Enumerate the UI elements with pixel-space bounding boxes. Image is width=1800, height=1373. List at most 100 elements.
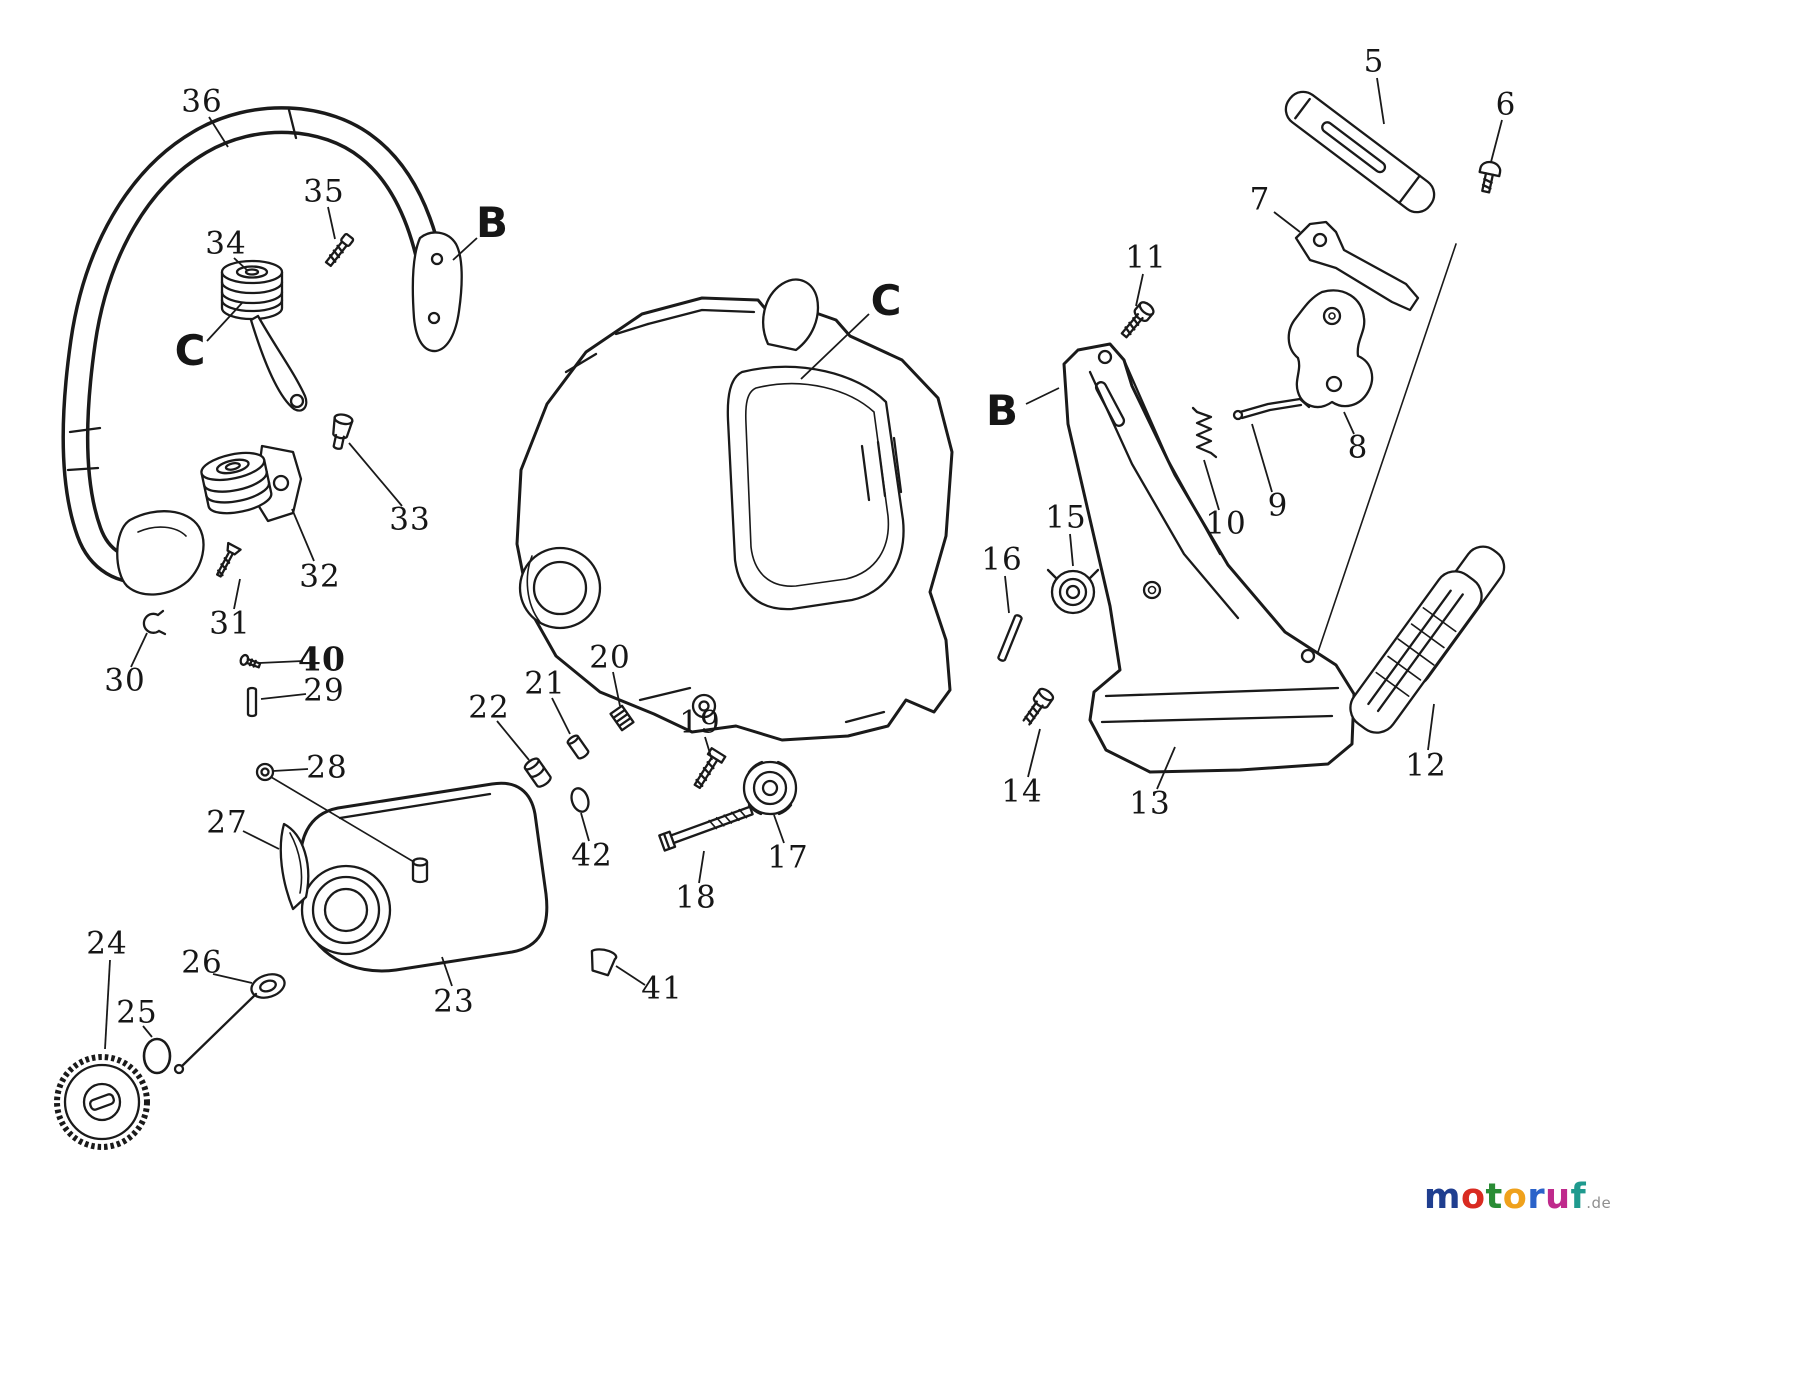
part-11-screw	[1120, 301, 1155, 339]
leader-line-18	[698, 850, 705, 884]
part-callout-36: 36	[181, 83, 223, 120]
part-8-bracket	[1287, 289, 1374, 409]
leader-line-20	[612, 671, 621, 707]
leader-line-19	[704, 736, 713, 761]
leader-line-36	[208, 116, 229, 148]
leader-line-24	[104, 959, 111, 1050]
part-callout-21: 21	[524, 665, 566, 702]
handle-mount-bracket-b	[411, 231, 463, 353]
part-callout-12: 12	[1405, 747, 1447, 784]
leader-line-42	[580, 812, 590, 842]
part-25-oring	[142, 1037, 172, 1075]
watermark-letter: m	[1424, 1177, 1461, 1217]
part-callout-22: 22	[468, 689, 510, 726]
part-40-screw	[239, 653, 262, 669]
part-callout-8: 8	[1347, 429, 1369, 466]
leader-line-31	[233, 578, 241, 610]
leader-line-17	[773, 814, 785, 844]
part-callout-29: 29	[303, 672, 345, 709]
watermark-letter: o	[1502, 1177, 1528, 1217]
part-callout-33: 33	[389, 501, 431, 538]
leader-line-30	[130, 632, 148, 668]
leader-line-9	[1251, 423, 1273, 493]
leader-line-29	[260, 693, 307, 700]
leader-line-35	[327, 206, 336, 240]
leader-line-C-right	[800, 313, 870, 380]
part-24-fuel-cap	[54, 1054, 150, 1150]
watermark-logo[interactable]: motoruf.de	[1424, 1180, 1611, 1215]
part-7-lever	[1294, 220, 1420, 312]
part-callout-14: 14	[1001, 773, 1043, 810]
part-31-screw	[215, 541, 242, 578]
leader-line-B-right	[1025, 387, 1060, 405]
part-callout-11: 11	[1125, 239, 1167, 276]
leader-line-C-left	[206, 302, 243, 342]
part-19-screw	[693, 747, 727, 790]
part-callout-32: 32	[299, 558, 341, 595]
leader-line-21	[551, 697, 571, 735]
construction-lines	[270, 243, 1457, 863]
part-callout-18: 18	[675, 879, 717, 916]
part-32-damper-mount	[200, 444, 303, 523]
part-callout-30: 30	[104, 662, 146, 699]
leader-line-15	[1069, 533, 1074, 567]
watermark-suffix: .de	[1586, 1194, 1612, 1212]
part-callout-17: 17	[767, 839, 809, 876]
leader-lines	[104, 77, 1503, 1050]
part-callout-34: 34	[205, 225, 247, 262]
part-6-screw	[1478, 160, 1502, 194]
part-callout-28: 28	[306, 749, 348, 786]
part-41-plug	[590, 948, 618, 977]
part-42-seal	[570, 787, 590, 813]
part-18-bolt	[658, 805, 754, 852]
watermark-letter: t	[1485, 1177, 1503, 1217]
section-marker-B-left: B	[475, 198, 509, 247]
leader-line-25	[142, 1025, 153, 1038]
part-29-pin	[246, 686, 258, 718]
part-callout-5: 5	[1363, 43, 1385, 80]
part-callout-10: 10	[1205, 505, 1247, 542]
leader-line-40	[258, 660, 304, 664]
part-callout-35: 35	[303, 173, 345, 210]
part-9-link-rod	[1232, 397, 1311, 421]
part-17-mount	[742, 760, 798, 816]
leader-line-22	[496, 720, 530, 761]
watermark-word: motoruf	[1424, 1177, 1586, 1217]
part-10-spring	[1191, 406, 1218, 459]
section-marker-C-left: C	[174, 326, 206, 375]
leader-line-13	[1156, 746, 1176, 790]
part-callout-19: 19	[679, 704, 721, 741]
leader-line-28	[272, 768, 309, 772]
part-callout-41: 41	[641, 970, 683, 1007]
part-28-grommet	[255, 762, 275, 782]
part-13-rear-handle	[1062, 342, 1356, 774]
part-22-fitting	[523, 757, 552, 788]
part-23-fuel-tank	[299, 781, 549, 973]
leader-line-34	[233, 257, 249, 272]
handle-foot	[116, 510, 205, 596]
watermark-letter: o	[1460, 1177, 1486, 1217]
part-35-screw	[324, 233, 355, 268]
leader-line-27	[242, 830, 280, 850]
leader-line-7	[1273, 211, 1301, 233]
crankcase-housing	[515, 278, 954, 742]
leader-line-8	[1343, 411, 1355, 435]
part-callout-7: 7	[1249, 181, 1271, 218]
leader-line-16	[1004, 575, 1010, 614]
crankcase-tab-c	[762, 278, 820, 352]
part-callout-13: 13	[1129, 785, 1171, 822]
part-30-clip	[142, 609, 167, 636]
part-callout-24: 24	[86, 925, 128, 962]
part-5-brake-lever	[1284, 90, 1436, 214]
part-21-fitting	[566, 734, 590, 760]
leader-line-5	[1376, 77, 1385, 125]
leader-line-23	[441, 956, 453, 987]
part-33-plug	[332, 413, 354, 450]
part-34-damper	[220, 259, 308, 412]
part-15-grommet	[1046, 568, 1100, 615]
part-callout-42: 42	[571, 837, 613, 874]
part-20-fitting	[609, 704, 635, 732]
watermark-letter: f	[1570, 1177, 1587, 1217]
